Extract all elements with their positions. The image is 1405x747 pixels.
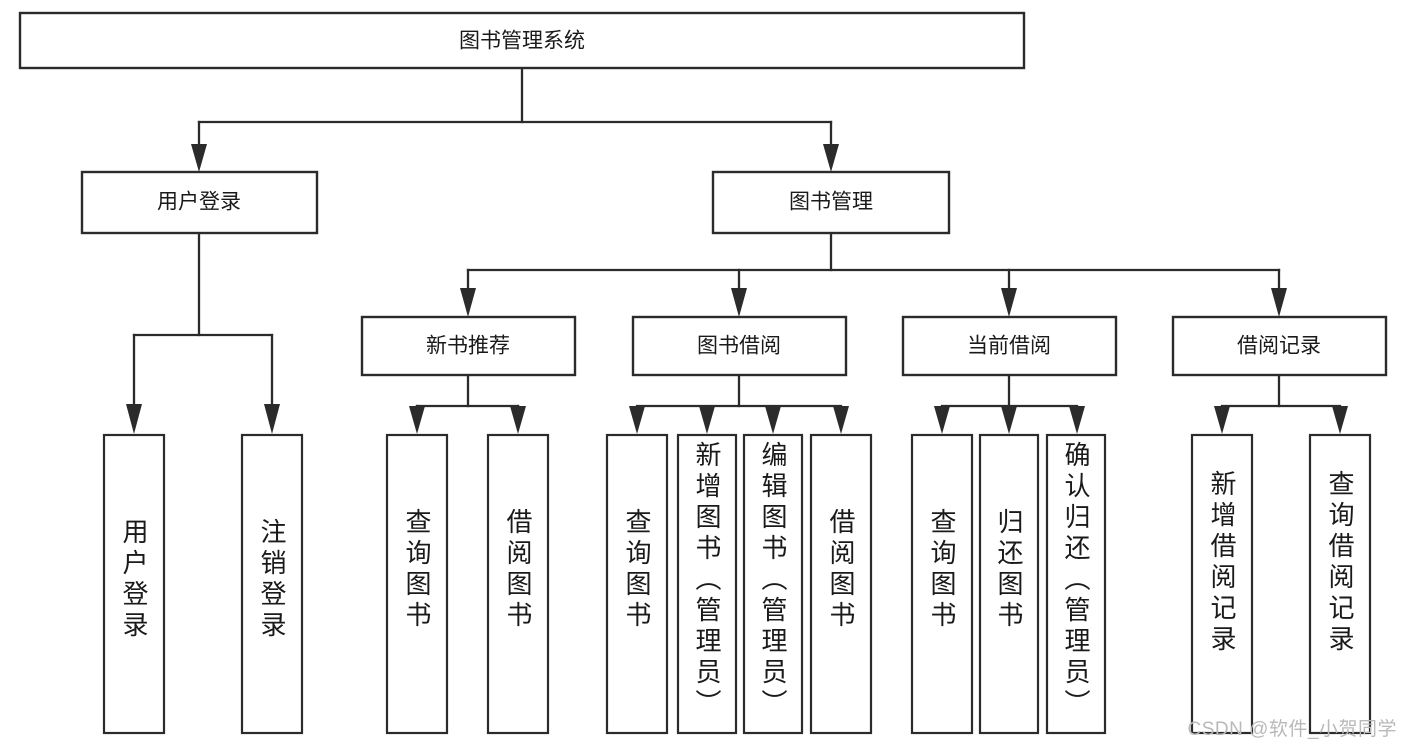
node-leaf-query-book-2-box[interactable]	[605, 433, 669, 735]
node-root-label: 图书管理系统	[459, 30, 585, 53]
arrowhead-book-borrow	[731, 288, 747, 317]
watermark-text: CSDN @软件_小贺同学	[1187, 719, 1397, 740]
arrowhead-book-manage	[823, 144, 839, 172]
node-current-borrow-label: 当前借阅	[967, 335, 1051, 358]
arrowhead-user-login	[191, 144, 207, 172]
node-leaf-add-record-box[interactable]	[1190, 433, 1254, 735]
arrowhead-leaf-query-book-2	[629, 406, 645, 434]
node-borrow-record-box[interactable]	[1171, 315, 1388, 377]
connector-group-book-manage	[460, 231, 1287, 317]
node-book-manage-box[interactable]	[711, 170, 951, 235]
arrowhead-leaf-query-record	[1332, 406, 1348, 434]
node-leaf-query-book-1-box[interactable]	[385, 433, 449, 735]
arrowhead-leaf-return-book	[1001, 406, 1017, 434]
node-leaf-edit-book-box[interactable]	[742, 433, 804, 735]
connector-group-borrow-record	[1214, 373, 1348, 434]
connector-group-current-borrow	[934, 373, 1085, 434]
node-leaf-borrow-book-2-box[interactable]	[809, 433, 873, 735]
arrowhead-leaf-add-book	[699, 406, 715, 434]
node-current-borrow-box[interactable]	[901, 315, 1118, 377]
node-leaf-add-book-box[interactable]	[676, 433, 738, 735]
arrowhead-leaf-borrow-book-2	[833, 406, 849, 434]
node-leaf-query-book-3-box[interactable]	[910, 433, 974, 735]
node-book-borrow-box[interactable]	[631, 315, 848, 377]
arrowhead-leaf-query-book-1	[409, 406, 425, 434]
node-book-borrow-label: 图书借阅	[697, 335, 781, 358]
arrowhead-new-book-rec	[460, 288, 476, 317]
arrowhead-leaf-add-record	[1214, 406, 1230, 434]
node-leaf-query-record-box[interactable]	[1308, 433, 1372, 735]
node-root-box[interactable]	[18, 11, 1026, 70]
connector-group-book-borrow	[629, 373, 849, 434]
node-leaf-return-book-box[interactable]	[978, 433, 1040, 735]
arrowhead-current-borrow	[1001, 288, 1017, 317]
node-user-login-box[interactable]	[80, 170, 319, 235]
arrowhead-leaf-logout-login	[264, 404, 280, 434]
arrowhead-leaf-query-book-3	[934, 406, 950, 434]
connector-group-user-login	[126, 231, 280, 434]
node-leaf-confirm-return-box[interactable]	[1045, 433, 1107, 735]
node-leaf-user-login-box[interactable]	[102, 433, 166, 735]
node-user-login-label: 用户登录	[157, 191, 241, 214]
arrowhead-leaf-confirm-return	[1069, 406, 1085, 434]
arrowhead-leaf-user-login	[126, 404, 142, 434]
node-borrow-record-label: 借阅记录	[1237, 335, 1321, 358]
node-book-manage-label: 图书管理	[789, 191, 873, 214]
node-new-book-rec-box[interactable]	[360, 315, 577, 377]
arrowhead-leaf-edit-book	[765, 406, 781, 434]
node-new-book-rec-label: 新书推荐	[426, 335, 510, 358]
arrowhead-borrow-record	[1271, 288, 1287, 317]
connector-group-root	[191, 66, 839, 172]
node-leaf-borrow-book-1-box[interactable]	[486, 433, 550, 735]
arrowhead-leaf-borrow-book-1	[510, 406, 526, 434]
node-leaf-logout-login-box[interactable]	[240, 433, 304, 735]
connector-group-new-book-rec	[409, 373, 526, 434]
